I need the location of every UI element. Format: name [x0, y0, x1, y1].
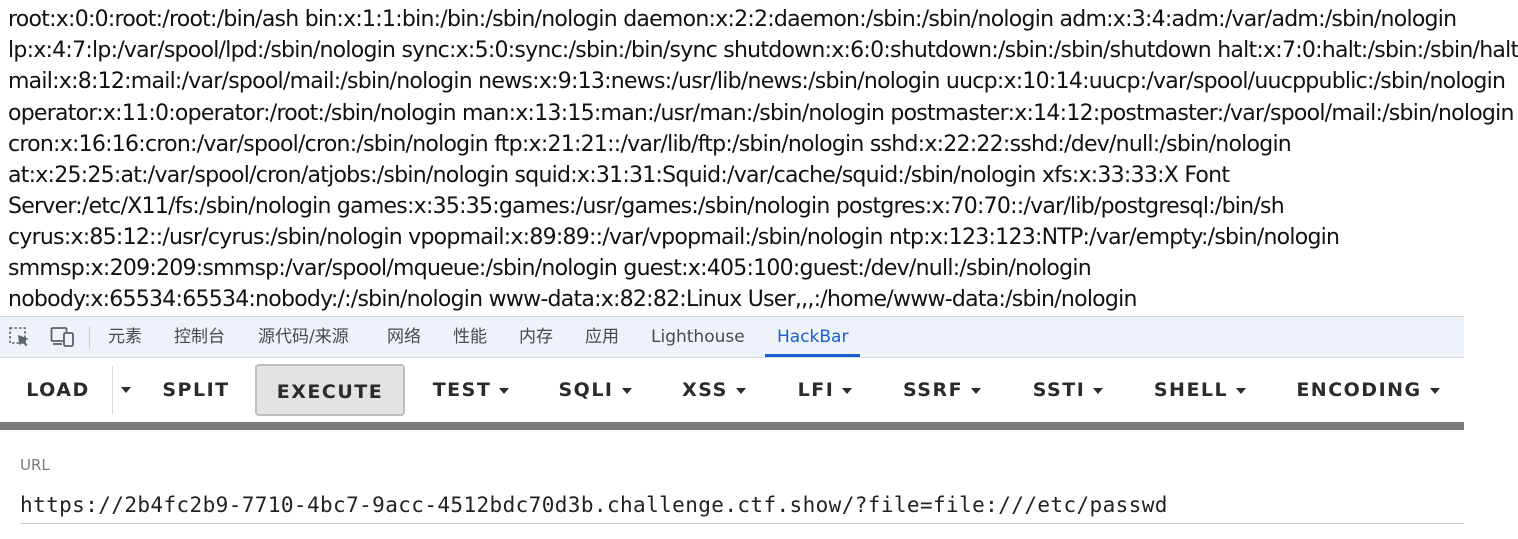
- xss-menu-label: XSS: [682, 379, 728, 401]
- lfi-menu-button[interactable]: LFI: [787, 364, 863, 416]
- tab-memory[interactable]: 内存: [519, 327, 553, 347]
- tab-network[interactable]: 网络: [387, 327, 421, 347]
- shell-menu-label: SHELL: [1153, 379, 1229, 401]
- chevron-down-icon: [1236, 387, 1247, 394]
- ssti-menu-label: SSTI: [1032, 379, 1086, 401]
- shell-menu-button[interactable]: SHELL: [1142, 364, 1258, 416]
- passwd-line: root:x:0:0:root:/root:/bin/ash bin:x:1:1…: [8, 7, 1457, 32]
- chevron-down-icon: [842, 387, 853, 394]
- tab-performance[interactable]: 性能: [453, 327, 487, 347]
- ssti-menu-button[interactable]: SSTI: [1021, 364, 1115, 416]
- lfi-menu-label: LFI: [797, 379, 835, 401]
- ssrf-menu-label: SSRF: [902, 379, 964, 401]
- test-menu-label: TEST: [432, 379, 492, 401]
- chevron-down-icon: [1429, 387, 1440, 394]
- passwd-line: cyrus:x:85:12::/usr/cyrus:/sbin/nologin …: [8, 225, 1340, 250]
- passwd-line: operator:x:11:0:operator:/root:/sbin/nol…: [8, 101, 1514, 126]
- sqli-menu-button[interactable]: SQLI: [549, 364, 641, 416]
- encoding-menu-label: ENCODING: [1296, 379, 1422, 401]
- execute-button[interactable]: EXECUTE: [255, 364, 405, 416]
- passwd-line: lp:x:4:7:lp:/var/spool/lpd:/sbin/nologin…: [8, 38, 1518, 63]
- tab-elements[interactable]: 元素: [108, 327, 142, 347]
- passwd-line: cron:x:16:16:cron:/var/spool/cron:/sbin/…: [8, 132, 1292, 157]
- chevron-down-icon: [621, 387, 632, 394]
- toolbar-separator: [89, 326, 90, 348]
- passwd-line: smmsp:x:209:209:smmsp:/var/spool/mqueue:…: [8, 256, 1092, 281]
- chevron-down-icon: [735, 387, 746, 394]
- passwd-line: Server:/etc/X11/fs:/sbin/nologin games:x…: [8, 194, 1285, 219]
- hackbar-toolbar: LOAD SPLIT EXECUTE TEST SQLI XSS LFI SSR…: [0, 358, 1464, 422]
- url-label: URL: [20, 456, 50, 474]
- url-input[interactable]: [20, 486, 1464, 524]
- ssrf-menu-button[interactable]: SSRF: [892, 364, 992, 416]
- xss-menu-button[interactable]: XSS: [672, 364, 756, 416]
- load-options-dropdown[interactable]: [112, 366, 138, 414]
- device-toolbar-icon[interactable]: [50, 326, 74, 348]
- load-button[interactable]: LOAD: [26, 379, 90, 401]
- inspect-element-icon[interactable]: [8, 326, 32, 348]
- page-content: root:x:0:0:root:/root:/bin/ash bin:x:1:1…: [8, 7, 1518, 312]
- tab-console[interactable]: 控制台: [174, 327, 225, 347]
- chevron-down-icon: [1093, 387, 1104, 394]
- chevron-down-icon: [499, 387, 510, 394]
- panel-resize-divider[interactable]: [0, 422, 1464, 430]
- tab-hackbar[interactable]: HackBar: [765, 317, 861, 357]
- chevron-down-icon: [121, 387, 131, 393]
- passwd-line: nobody:x:65534:65534:nobody:/:/sbin/nolo…: [8, 287, 1137, 312]
- devtools-tab-bar: 元素 控制台 源代码/来源 网络 性能 内存 应用 Lighthouse Hac…: [0, 316, 1464, 358]
- encoding-menu-button[interactable]: ENCODING: [1286, 364, 1450, 416]
- split-button[interactable]: SPLIT: [162, 379, 230, 401]
- tab-application[interactable]: 应用: [585, 327, 619, 347]
- sqli-menu-label: SQLI: [558, 379, 614, 401]
- tab-sources[interactable]: 源代码/来源: [258, 327, 349, 347]
- test-menu-button[interactable]: TEST: [421, 364, 521, 416]
- passwd-line: at:x:25:25:at:/var/spool/cron/atjobs:/sb…: [8, 163, 1230, 188]
- passwd-line: mail:x:8:12:mail:/var/spool/mail:/sbin/n…: [8, 69, 1506, 94]
- url-panel: URL: [0, 430, 1464, 539]
- tab-lighthouse[interactable]: Lighthouse: [651, 327, 745, 347]
- chevron-down-icon: [971, 387, 982, 394]
